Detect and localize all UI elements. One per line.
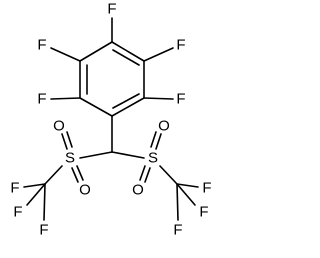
atom-s-right: S	[148, 150, 158, 167]
atom-cf3-right-f1: F	[202, 180, 211, 197]
atom-cf3-left-f1: F	[10, 180, 19, 197]
bond-s-o-left-lower-a	[71, 167, 79, 183]
atom-labels: F F F F F S S O O O O F F F F F F	[10, 1, 211, 239]
bond-s-o-right-lower-b	[144, 167, 151, 183]
ring-bond-bottom-right	[111, 97, 145, 117]
atom-s-left: S	[65, 150, 75, 167]
bond-cf3-left-f1	[23, 183, 46, 188]
bond-s-o-left-lower-b	[76, 165, 84, 181]
bonds	[23, 17, 199, 221]
bond-s-cf3-left	[44, 165, 63, 185]
ring-bond-top-right-inner	[112, 49, 140, 66]
bond-cf3-right-f3	[176, 183, 179, 221]
bond-cf3-right-f2	[176, 183, 196, 206]
atom-o-left-lower: O	[79, 182, 91, 199]
ring-bond-bottom-left	[79, 97, 113, 117]
atom-cf3-right-f2: F	[199, 204, 208, 221]
molecule-structure-diagram: F F F F F S S O O O O F F F F F F	[10, 1, 211, 239]
atom-f-lower-left: F	[37, 91, 46, 108]
bond-cf3-right-f1	[176, 183, 199, 188]
bond-c-f-lower-left	[50, 97, 81, 100]
atom-o-right-lower: O	[132, 182, 144, 199]
bond-s-o-right-upper-b	[155, 133, 162, 150]
bond-c-f-upper-right	[143, 47, 174, 62]
bond-s-o-right-lower-a	[139, 165, 146, 181]
atom-o-left-upper: O	[53, 118, 65, 135]
ring-bond-top-left	[79, 41, 113, 62]
bond-s-o-left-upper-b	[66, 131, 73, 148]
bond-cf3-left-f2	[26, 183, 46, 206]
ring-bond-top-right	[111, 41, 145, 62]
atom-cf3-right-f3: F	[173, 222, 182, 239]
bond-c-f-upper-left	[50, 47, 81, 62]
atom-f-lower-right: F	[176, 91, 185, 108]
bond-ch-s-right	[111, 151, 145, 159]
bond-cf3-left-f3	[43, 183, 46, 221]
ring-bond-bottom-right-inner	[112, 93, 140, 109]
atom-cf3-left-f2: F	[13, 204, 22, 221]
bond-s-o-right-upper-a	[150, 131, 157, 148]
atom-f-top: F	[107, 1, 116, 18]
bond-s-o-left-upper-a	[61, 133, 68, 150]
bond-s-cf3-right	[159, 165, 178, 185]
bond-c-f-lower-right	[143, 97, 174, 100]
bond-ch-s-left	[79, 151, 113, 159]
atom-o-right-upper: O	[158, 118, 170, 135]
atom-cf3-left-f3: F	[39, 222, 48, 239]
atom-f-upper-right: F	[176, 37, 185, 54]
atom-f-upper-left: F	[37, 37, 46, 54]
